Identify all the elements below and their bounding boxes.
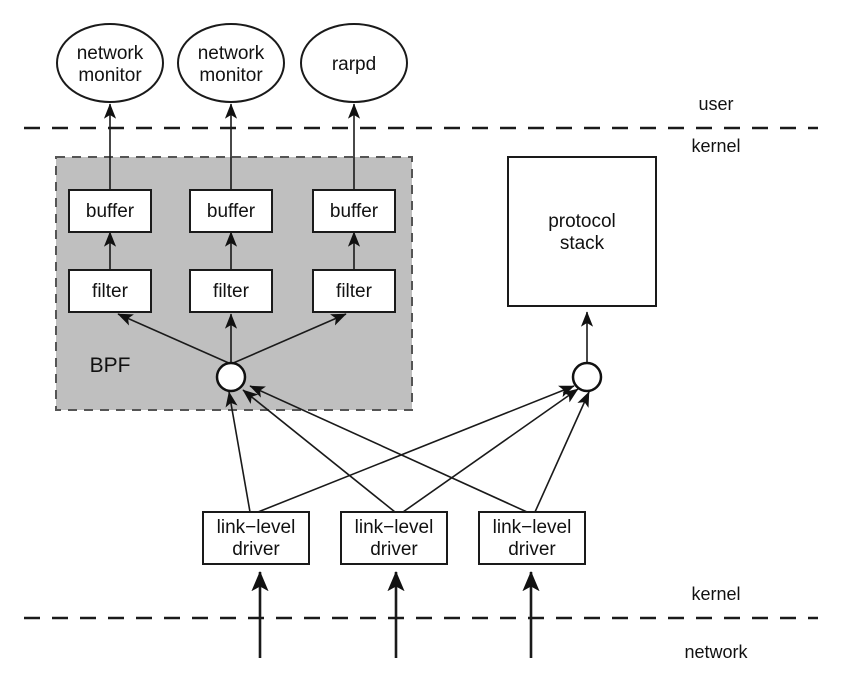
- driver3-box: [478, 511, 586, 565]
- bpf-junction-node[interactable]: [215, 361, 247, 393]
- edge-bpf-junction-to-filter1: [117, 313, 232, 365]
- driver2-label-line1: link−level: [355, 517, 434, 538]
- layer-label-user: user: [698, 94, 733, 114]
- driver3-label-line2: driver: [508, 539, 556, 560]
- protocol-stack-label-line1: protocol: [548, 211, 616, 232]
- application-node-network-monitor-1[interactable]: network monitor: [56, 23, 164, 103]
- driver-node-3[interactable]: link−level driver: [478, 511, 586, 565]
- app1-label-line2: monitor: [78, 65, 142, 86]
- driver1-box: [202, 511, 310, 565]
- filter-node-3[interactable]: filter: [312, 269, 396, 313]
- filter2-box: [189, 269, 273, 313]
- driver-node-1[interactable]: link−level driver: [202, 511, 310, 565]
- filter1-label: filter: [92, 281, 129, 302]
- buffer1-label: buffer: [86, 201, 135, 222]
- driver1-label-line1: link−level: [217, 517, 296, 538]
- filter3-box: [312, 269, 396, 313]
- layer-label-kernel-bottom: kernel: [691, 584, 740, 604]
- driver3-label-line1: link−level: [493, 517, 572, 538]
- protocol-stack-node[interactable]: protocol stack: [507, 156, 657, 307]
- protocol-junction-node[interactable]: [571, 361, 603, 393]
- layer-label-kernel-top: kernel: [691, 136, 740, 156]
- edge-driver3-to-bpf-junction: [249, 385, 528, 513]
- edge-bpf-junction-to-filter3: [230, 313, 347, 365]
- app2-ellipse: [177, 23, 285, 103]
- edge-driver1-to-bpf-junction: [225, 391, 251, 513]
- filter1-box: [68, 269, 152, 313]
- filter3-label: filter: [336, 281, 373, 302]
- buffer3-box: [312, 189, 396, 233]
- edge-driver2-to-protocol-junction: [402, 388, 579, 513]
- protocol-stack-box: [507, 156, 657, 307]
- app3-ellipse: [300, 23, 408, 103]
- edge-driver1-to-protocol-junction: [257, 385, 575, 513]
- application-node-network-monitor-2[interactable]: network monitor: [177, 23, 285, 103]
- filter-node-1[interactable]: filter: [68, 269, 152, 313]
- driver1-label-line2: driver: [232, 539, 280, 560]
- driver2-box: [340, 511, 448, 565]
- app3-label-line1: rarpd: [332, 54, 376, 75]
- app2-label-line1: network: [198, 43, 265, 64]
- edge-driver2-to-bpf-junction: [242, 389, 396, 513]
- driver2-label-line2: driver: [370, 539, 418, 560]
- protocol-stack-label-line2: stack: [560, 233, 605, 254]
- app1-label-line1: network: [77, 43, 144, 64]
- application-node-rarpd[interactable]: rarpd: [300, 23, 408, 103]
- buffer3-label: buffer: [330, 201, 379, 222]
- filter-node-2[interactable]: filter: [189, 269, 273, 313]
- app1-ellipse: [56, 23, 164, 103]
- buffer-node-1[interactable]: buffer: [68, 189, 152, 233]
- app2-label-line2: monitor: [199, 65, 263, 86]
- filter2-label: filter: [213, 281, 250, 302]
- buffer1-box: [68, 189, 152, 233]
- buffer2-box: [189, 189, 273, 233]
- buffer-node-3[interactable]: buffer: [312, 189, 396, 233]
- layer-label-network: network: [684, 642, 748, 662]
- buffer2-label: buffer: [207, 201, 256, 222]
- edge-driver3-to-protocol-junction: [534, 391, 590, 513]
- buffer-node-2[interactable]: buffer: [189, 189, 273, 233]
- bpf-region-label: BPF: [90, 354, 131, 377]
- driver-node-2[interactable]: link−level driver: [340, 511, 448, 565]
